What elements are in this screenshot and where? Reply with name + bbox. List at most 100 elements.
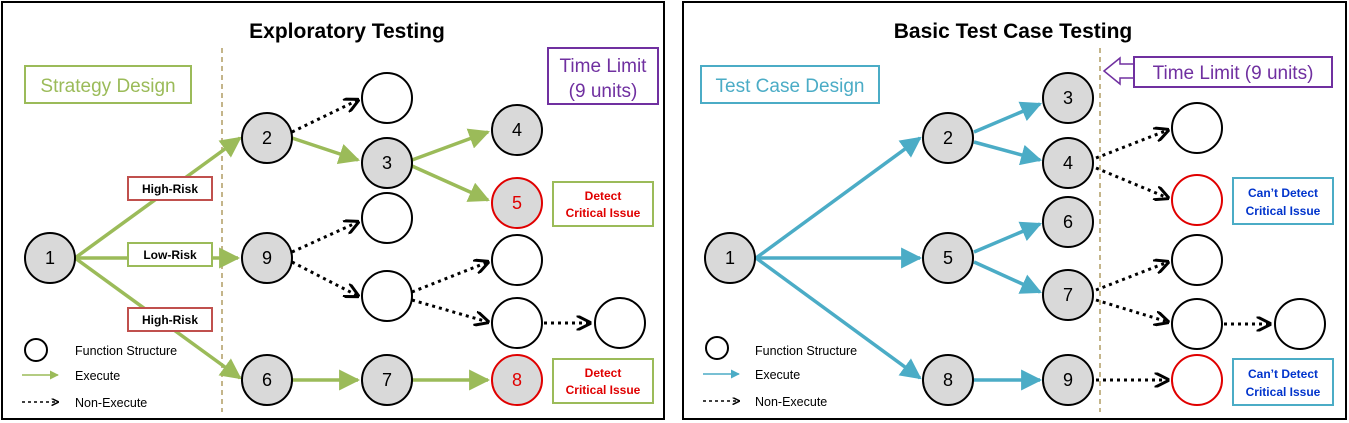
right-empty-node-critical-top: [1171, 174, 1223, 226]
left-node-8: [491, 354, 543, 406]
right-node-1: [704, 232, 756, 284]
right-empty-node-a: [1171, 102, 1223, 154]
edge-2-empty: [291, 100, 358, 134]
left-node-7-label: 7: [382, 370, 392, 390]
edge-2-3: [291, 136, 360, 164]
left-time-limit-line2: (9 units): [569, 81, 638, 102]
left-nodes: [24, 72, 646, 406]
left-node-6: [241, 354, 293, 406]
test-case-design-box: [700, 65, 880, 104]
left-legend-structure-icon: [24, 338, 48, 362]
left-node-1-label: 1: [45, 248, 55, 268]
left-node-5: [491, 177, 543, 229]
right-node-7-label: 7: [1063, 285, 1073, 305]
basic-test-case-panel: Basic Test Case Testing Test Case Design…: [682, 1, 1347, 420]
left-node-4: [491, 104, 543, 156]
edge-9-empty-b: [291, 260, 358, 296]
right-node-1-label: 1: [725, 248, 735, 268]
r-edge-7-empty-b: [1095, 298, 1168, 322]
right-node-6: [1042, 196, 1094, 248]
exploratory-testing-panel: Exploratory Testing Strategy Design Time…: [1, 1, 665, 420]
right-legend-structure-icon: [705, 336, 729, 360]
right-node-5-label: 5: [943, 248, 953, 268]
right-issue-box-top: [1232, 177, 1334, 225]
r-edge-4-empty-b: [1095, 166, 1168, 198]
right-node-9-label: 9: [1063, 370, 1073, 390]
r-edge-7-empty-a: [1095, 262, 1168, 292]
right-node-8: [922, 354, 974, 406]
left-node-2: [241, 112, 293, 164]
left-issue-bottom-line2: Critical Issue: [566, 383, 641, 397]
r-edge-4-empty-a: [1095, 130, 1168, 160]
left-node-3: [361, 137, 413, 189]
r-edge-5-6: [973, 221, 1042, 254]
r-edge-1-2: [754, 136, 922, 260]
high-risk-tag-bottom: [127, 307, 213, 332]
low-risk-tag-label: Low-Risk: [143, 248, 197, 262]
right-legend-structure-label: Function Structure: [755, 344, 857, 358]
left-empty-node-a: [361, 72, 413, 124]
right-execute-arrows: [754, 101, 1043, 391]
right-time-limit-box: [1133, 56, 1333, 88]
left-non-execute-arrows: [291, 100, 590, 323]
low-risk-tag: [127, 242, 213, 267]
left-issue-top-line1: Detect: [585, 189, 622, 203]
left-legend: Function Structure Execute Non-Execute: [22, 338, 177, 410]
right-node-2-label: 2: [943, 128, 953, 148]
right-issue-box-bottom: [1232, 358, 1334, 406]
left-issue-top-line2: Critical Issue: [566, 206, 641, 220]
left-node-9: [241, 232, 293, 284]
left-node-6-label: 6: [262, 370, 272, 390]
left-legend-structure-label: Function Structure: [75, 344, 177, 358]
edge-3-5: [411, 164, 490, 202]
left-time-limit-box: [547, 47, 659, 105]
right-node-8-label: 8: [943, 370, 953, 390]
left-node-7: [361, 354, 413, 406]
right-empty-node-c: [1171, 298, 1223, 350]
right-issue-bottom-line2: Critical Issue: [1246, 385, 1321, 399]
right-empty-node-d: [1274, 298, 1326, 350]
left-issue-box-bottom: [552, 358, 654, 404]
left-empty-node-d: [491, 234, 543, 286]
right-non-execute-arrows: [1095, 130, 1270, 380]
right-node-6-label: 6: [1063, 212, 1073, 232]
left-legend-non-execute-label: Non-Execute: [75, 396, 147, 410]
high-risk-tag-top-label: High-Risk: [142, 182, 198, 196]
right-node-2: [922, 112, 974, 164]
left-node-5-label: 5: [512, 193, 522, 213]
edge-9-empty-a: [291, 222, 358, 254]
r-edge-2-4: [973, 140, 1043, 166]
left-empty-node-f: [594, 297, 646, 349]
left-title: Exploratory Testing: [249, 20, 445, 43]
left-node-1: [24, 232, 76, 284]
right-nodes: [704, 72, 1326, 406]
edge-empty-empty-b: [411, 298, 488, 322]
right-issue-top-line1: Can’t Detect: [1248, 186, 1318, 200]
left-empty-node-b: [361, 192, 413, 244]
strategy-design-box: [24, 65, 192, 104]
right-node-4: [1042, 137, 1094, 189]
high-risk-tag-bottom-label: High-Risk: [142, 313, 198, 327]
left-empty-node-c: [361, 270, 413, 322]
left-node-8-label: 8: [512, 370, 522, 390]
right-title: Basic Test Case Testing: [894, 20, 1132, 43]
right-issue-top-line2: Critical Issue: [1246, 204, 1321, 218]
left-time-limit-line1: Time Limit: [560, 56, 648, 77]
test-case-design-label: Test Case Design: [716, 76, 865, 97]
right-time-limit-label: Time Limit (9 units): [1153, 63, 1314, 84]
left-node-4-label: 4: [512, 120, 522, 140]
left-issue-box-top: [552, 181, 654, 227]
r-edge-5-7: [973, 260, 1042, 294]
right-legend-non-execute-label: Non-Execute: [755, 395, 827, 409]
right-empty-node-b: [1171, 234, 1223, 286]
strategy-design-label: Strategy Design: [40, 76, 175, 97]
right-node-5: [922, 232, 974, 284]
right-node-9: [1042, 354, 1094, 406]
left-empty-node-e: [491, 297, 543, 349]
right-node-4-label: 4: [1063, 153, 1073, 173]
left-node-9-label: 9: [262, 248, 272, 268]
right-node-7: [1042, 269, 1094, 321]
left-issue-bottom-line1: Detect: [585, 366, 622, 380]
left-node-3-label: 3: [382, 153, 392, 173]
